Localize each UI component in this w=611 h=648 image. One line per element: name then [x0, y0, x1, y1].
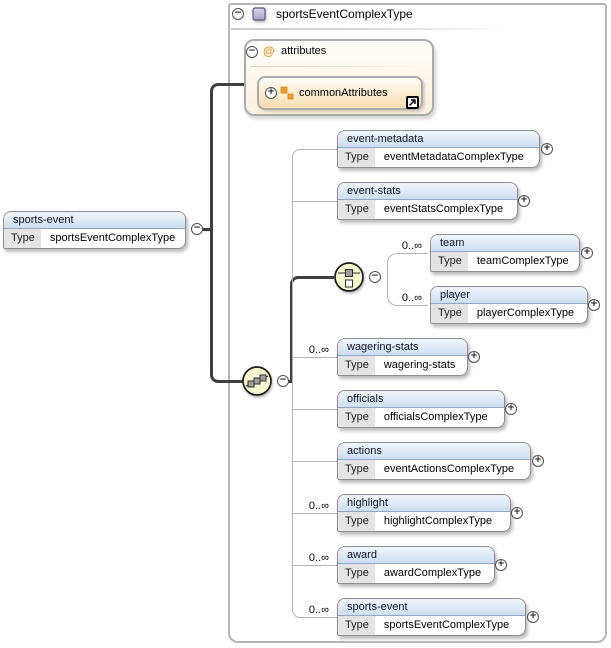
connector-stub: [292, 565, 337, 566]
element-type: eventStatsComplexType: [383, 203, 504, 215]
connector-root-stub: [201, 228, 211, 231]
complex-type-title: sportsEventComplexType: [276, 7, 413, 21]
element-box-event-stats[interactable]: event-stats Type eventStatsComplexType: [337, 182, 518, 220]
element-type: eventActionsComplexType: [383, 463, 515, 475]
element-name: team: [431, 235, 579, 252]
element-type: playerComplexType: [476, 307, 575, 319]
element-type: teamComplexType: [476, 255, 569, 267]
cardinality-label: 0..∞: [308, 500, 329, 512]
element-box-event-metadata[interactable]: event-metadata Type eventMetadataComplexT…: [337, 130, 540, 168]
connector-stub: [292, 357, 337, 358]
element-name: player: [431, 287, 587, 304]
attribute-at-icon: @: [263, 44, 275, 58]
attribute-group-icon: [280, 86, 294, 100]
element-name: award: [338, 547, 494, 564]
expand-icon[interactable]: +: [588, 299, 600, 311]
element-box-award[interactable]: award Type awardComplexType: [337, 546, 495, 584]
cardinality-label: 0..∞: [401, 240, 422, 252]
type-label: Type: [431, 252, 468, 271]
connector-stub: [292, 461, 337, 462]
type-label: Type: [338, 200, 375, 219]
expand-icon[interactable]: +: [495, 559, 507, 571]
element-name: officials: [338, 391, 504, 408]
connector-choice-children: [387, 253, 428, 306]
type-label: Type: [338, 460, 375, 479]
cardinality-label: 0..∞: [308, 552, 329, 564]
type-label: Type: [338, 512, 375, 531]
element-name: sports-event: [338, 599, 525, 616]
element-name: actions: [338, 443, 530, 460]
element-type: wagering-stats: [383, 359, 456, 371]
type-label: Type: [338, 148, 375, 167]
connector-sequence-stub: [286, 380, 292, 383]
connector-stub: [292, 201, 337, 202]
element-box-sports-event-root[interactable]: sports-event Type sportsEventComplexType: [3, 211, 186, 249]
container-header-divider: [231, 28, 603, 30]
element-name: highlight: [338, 495, 510, 512]
cardinality-label: 0..∞: [308, 344, 329, 356]
cardinality-label: 0..∞: [401, 292, 422, 304]
type-label: Type: [4, 229, 41, 248]
element-box-actions[interactable]: actions Type eventActionsComplexType: [337, 442, 531, 480]
collapse-icon[interactable]: −: [369, 271, 381, 283]
common-attributes-box[interactable]: [257, 76, 423, 110]
collapse-icon[interactable]: −: [191, 223, 203, 235]
connector-sequence-to-choice: [290, 276, 334, 382]
type-label: Type: [338, 564, 375, 583]
expand-icon[interactable]: +: [468, 351, 480, 363]
attributes-group-label: attributes: [281, 45, 327, 57]
element-type: eventMetadataComplexType: [383, 151, 524, 163]
connector-root-branch: [210, 83, 244, 383]
element-type: sportsEventComplexType: [49, 232, 176, 244]
type-label: Type: [338, 408, 375, 427]
type-label: Type: [338, 356, 375, 375]
attribute-group-name: commonAttributes: [299, 87, 388, 99]
element-type: awardComplexType: [383, 567, 482, 579]
element-type: officialsComplexType: [383, 411, 488, 423]
element-type: highlightComplexType: [383, 515, 493, 527]
element-name: wagering-stats: [338, 339, 467, 356]
choice-icon[interactable]: [332, 260, 366, 294]
expand-icon[interactable]: +: [541, 143, 553, 155]
element-box-sports-event-child[interactable]: sports-event Type sportsEventComplexType: [337, 598, 526, 636]
attributes-divider: [250, 66, 426, 67]
connector-stub: [292, 513, 337, 514]
expand-icon[interactable]: +: [265, 87, 277, 99]
type-label: Type: [338, 616, 375, 635]
sequence-icon[interactable]: [240, 364, 274, 398]
element-box-highlight[interactable]: highlight Type highlightComplexType: [337, 494, 511, 532]
connector-sequence-children: [292, 149, 337, 618]
type-label: Type: [431, 304, 468, 323]
connector-stub: [292, 409, 337, 410]
element-box-officials[interactable]: officials Type officialsComplexType: [337, 390, 505, 428]
complex-type-icon: [252, 7, 266, 21]
element-name: event-stats: [338, 183, 517, 200]
cardinality-label: 0..∞: [308, 604, 329, 616]
collapse-icon[interactable]: −: [277, 375, 289, 387]
expand-icon[interactable]: +: [518, 195, 530, 207]
external-link-icon[interactable]: [406, 96, 419, 109]
collapse-icon[interactable]: −: [232, 8, 244, 20]
element-name: event-metadata: [338, 131, 539, 148]
element-box-team[interactable]: team Type teamComplexType: [430, 234, 580, 272]
expand-icon[interactable]: +: [511, 507, 523, 519]
expand-icon[interactable]: +: [527, 611, 539, 623]
element-type: sportsEventComplexType: [383, 619, 510, 631]
expand-icon[interactable]: +: [505, 403, 517, 415]
expand-icon[interactable]: +: [581, 247, 593, 259]
element-name: sports-event: [4, 212, 185, 229]
element-box-player[interactable]: player Type playerComplexType: [430, 286, 588, 324]
expand-icon[interactable]: +: [532, 455, 544, 467]
collapse-icon[interactable]: −: [246, 46, 258, 58]
